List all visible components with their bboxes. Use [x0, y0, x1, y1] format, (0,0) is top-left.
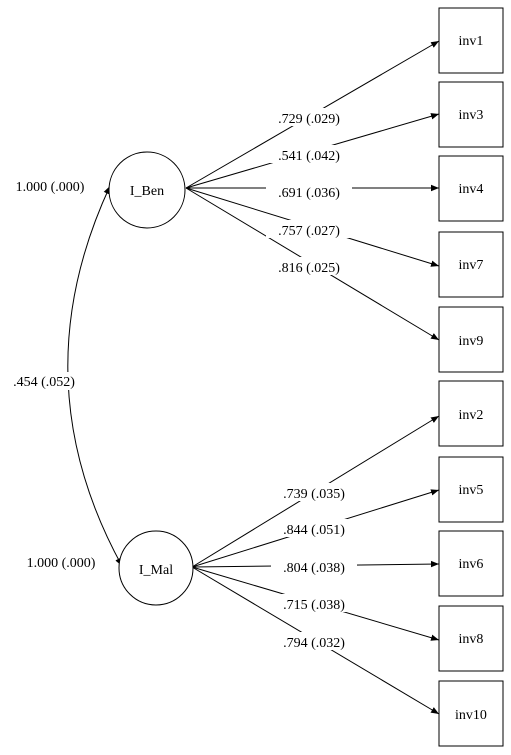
indicator-box-inv1: inv1 — [438, 7, 504, 74]
factor-node-mal: I_Mal — [118, 530, 194, 606]
indicator-box-inv8: inv8 — [438, 605, 504, 672]
indicator-label-inv4: inv4 — [459, 182, 484, 197]
loading-label-inv10: .794 (.032) — [283, 636, 345, 651]
indicator-box-inv10: inv10 — [438, 680, 504, 747]
indicator-box-inv6: inv6 — [438, 530, 504, 597]
loading-label-inv4: .691 (.036) — [278, 186, 340, 201]
indicator-label-inv7: inv7 — [459, 258, 484, 273]
loading-label-inv2: .739 (.035) — [283, 487, 345, 502]
loading-label-inv8: .715 (.038) — [283, 598, 345, 613]
indicator-label-inv9: inv9 — [459, 334, 484, 349]
indicator-label-inv8: inv8 — [459, 632, 484, 647]
mal-variance-label: 1.000 (.000) — [27, 556, 96, 571]
loading-label-inv9: .816 (.025) — [278, 261, 340, 276]
indicator-box-inv7: inv7 — [438, 231, 504, 298]
indicator-box-inv5: inv5 — [438, 456, 504, 523]
loading-label-inv6: .804 (.038) — [283, 561, 345, 576]
indicator-box-inv9: inv9 — [438, 306, 504, 373]
loading-label-inv7: .757 (.027) — [278, 224, 340, 239]
indicator-box-inv3: inv3 — [438, 81, 504, 148]
indicator-boxes: inv1 inv3 inv4 inv7 inv9 inv2 inv5 inv6 — [438, 7, 504, 747]
factor-label-mal: I_Mal — [139, 563, 173, 578]
indicator-label-inv10: inv10 — [455, 708, 487, 723]
ben-loading-labels: .729 (.029) .541 (.042) .691 (.036) .757… — [266, 108, 352, 276]
factor-node-ben: I_Ben — [108, 151, 186, 229]
loading-label-inv1: .729 (.029) — [278, 112, 340, 127]
loading-label-inv5: .844 (.051) — [283, 523, 345, 538]
factor-label-ben: I_Ben — [130, 184, 164, 199]
ben-variance-label: 1.000 (.000) — [16, 180, 85, 195]
loading-label-inv3: .541 (.042) — [278, 149, 340, 164]
indicator-label-inv6: inv6 — [459, 557, 484, 572]
mal-loading-labels: .739 (.035) .844 (.051) .804 (.038) .715… — [271, 483, 357, 651]
indicator-label-inv5: inv5 — [459, 483, 484, 498]
covariance-label: .454 (.052) — [13, 375, 75, 390]
indicator-label-inv3: inv3 — [459, 108, 484, 123]
indicator-box-inv4: inv4 — [438, 155, 504, 222]
indicator-label-inv1: inv1 — [459, 34, 484, 49]
indicator-label-inv2: inv2 — [459, 408, 484, 423]
indicator-box-inv2: inv2 — [438, 380, 504, 447]
